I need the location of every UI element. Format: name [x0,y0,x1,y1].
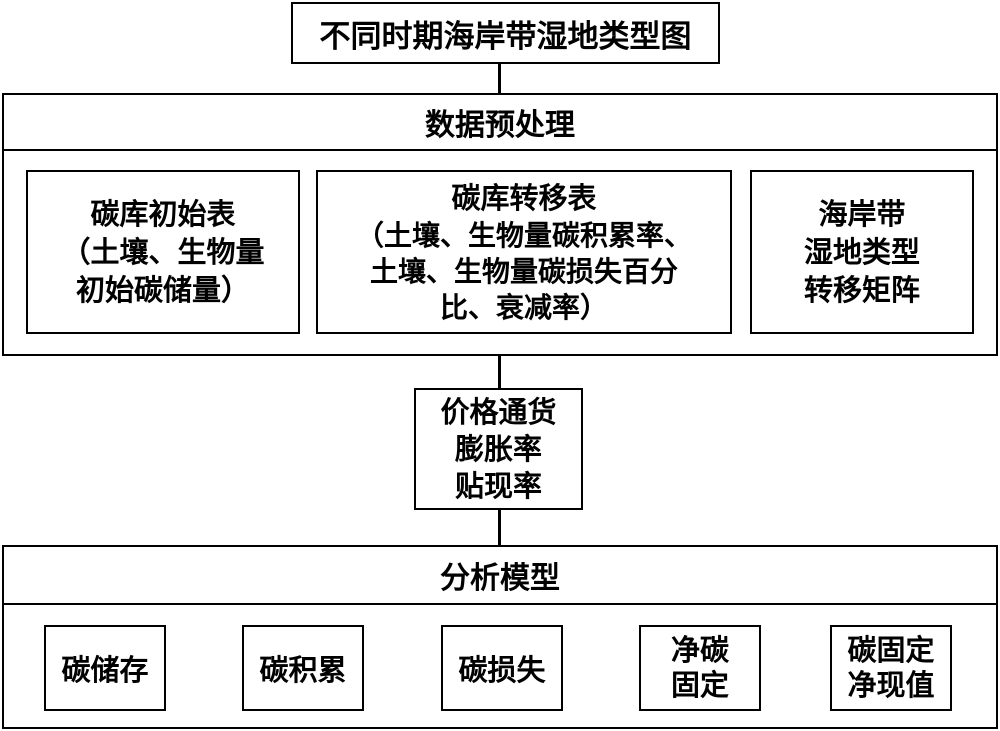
model-item-label: 净碳 固定 [670,633,729,702]
connector-title-to-preprocess [498,62,501,94]
model-item-carbon-accumulation: 碳积累 [242,625,364,711]
title-box: 不同时期海岸带湿地类型图 [291,2,720,64]
model-item-label: 碳固定 净现值 [847,633,935,702]
model-title: 分析模型 [440,561,560,596]
carbon-initial-table-box: 碳库初始表 （土壤、生物量 初始碳储量） [26,170,300,334]
connector-params-to-model [498,508,501,546]
wetland-transfer-matrix-box: 海岸带 湿地类型 转移矩阵 [750,170,974,334]
economic-params-text: 价格通货 膨胀率 贴现率 [440,394,557,503]
carbon-transfer-table-title: 碳库转移表 [451,181,597,215]
model-header: 分析模型 [4,547,996,605]
title-text: 不同时期海岸带湿地类型图 [319,18,692,55]
model-item-carbon-fixation-npv: 碳固定 净现值 [830,625,952,711]
model-item-carbon-loss: 碳损失 [441,625,563,711]
carbon-transfer-table-body: （土壤、生物量碳积累率、 土壤、生物量碳损失百分 比、衰减率） [355,219,692,324]
wetland-transfer-matrix-text: 海岸带 湿地类型 转移矩阵 [803,197,920,307]
carbon-transfer-table-box: 碳库转移表 （土壤、生物量碳积累率、 土壤、生物量碳损失百分 比、衰减率） [316,170,732,334]
economic-params-box: 价格通货 膨胀率 贴现率 [414,388,583,510]
model-item-label: 碳损失 [458,653,546,687]
model-item-label: 碳积累 [259,653,347,687]
preprocess-title: 数据预处理 [425,108,575,143]
model-item-label: 碳储存 [61,653,149,687]
preprocess-panel: 数据预处理 碳库初始表 （土壤、生物量 初始碳储量） 碳库转移表 （土壤、生物量… [2,93,998,356]
carbon-initial-table-text: 碳库初始表 （土壤、生物量 初始碳储量） [61,197,265,307]
preprocess-header: 数据预处理 [4,95,996,151]
model-item-carbon-storage: 碳储存 [44,625,166,711]
connector-preprocess-to-params [498,354,501,388]
model-panel: 分析模型 碳储存 碳积累 碳损失 净碳 固定 碳固定 净现值 [2,545,998,729]
model-item-net-carbon-fixation: 净碳 固定 [639,625,761,711]
